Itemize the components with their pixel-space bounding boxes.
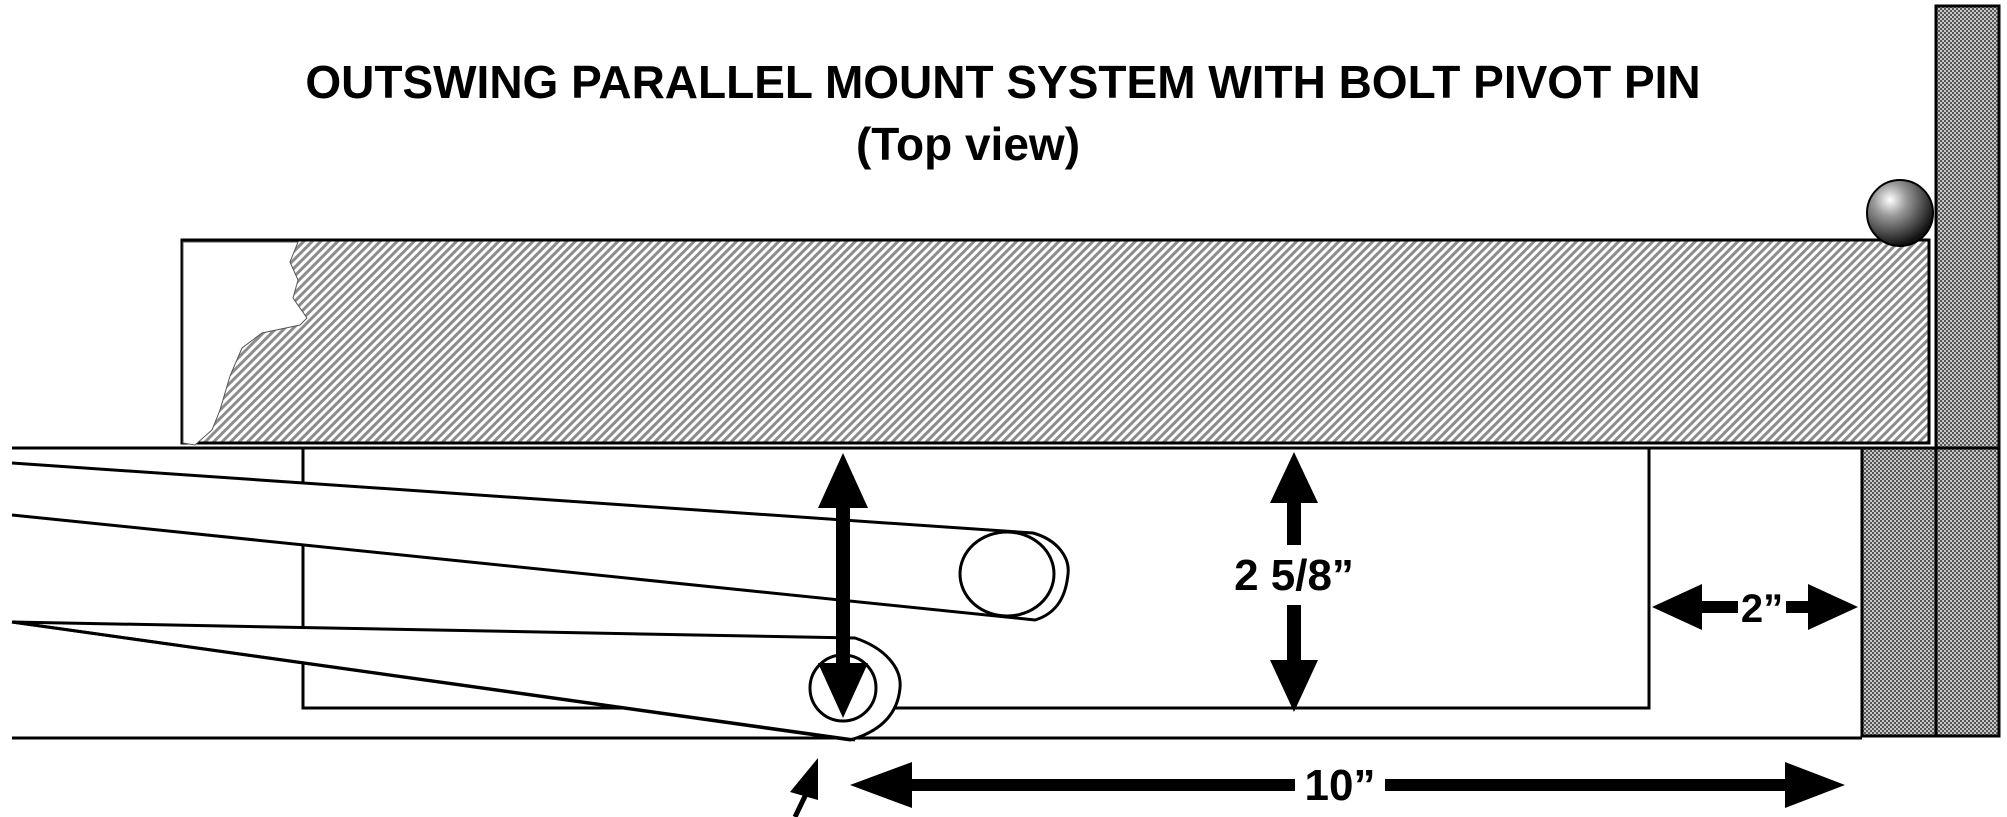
pivot-leader-arrow xyxy=(790,758,818,817)
offset-dimension xyxy=(1652,584,1858,630)
arm-upper xyxy=(11,461,1070,622)
arm-lower xyxy=(11,620,902,742)
frame-jamb xyxy=(1860,446,2001,738)
length-label: 10” xyxy=(1305,761,1376,810)
diagram-subtitle: (Top view) xyxy=(856,118,1080,170)
height-dimension xyxy=(1270,452,1318,712)
door-cut-edge xyxy=(182,241,308,446)
length-dimension xyxy=(850,762,1845,808)
diagram-title: OUTSWING PARALLEL MOUNT SYSTEM WITH BOLT… xyxy=(305,56,1700,108)
height-label: 2 5/8” xyxy=(1234,551,1354,600)
offset-label: 2” xyxy=(1741,587,1783,631)
mounting-plate xyxy=(301,446,1651,710)
door-panel xyxy=(180,238,1931,445)
pivot-ball xyxy=(1866,179,1934,247)
arm-upper-pin xyxy=(958,530,1056,618)
pivot-vertical-arrow xyxy=(818,453,868,718)
